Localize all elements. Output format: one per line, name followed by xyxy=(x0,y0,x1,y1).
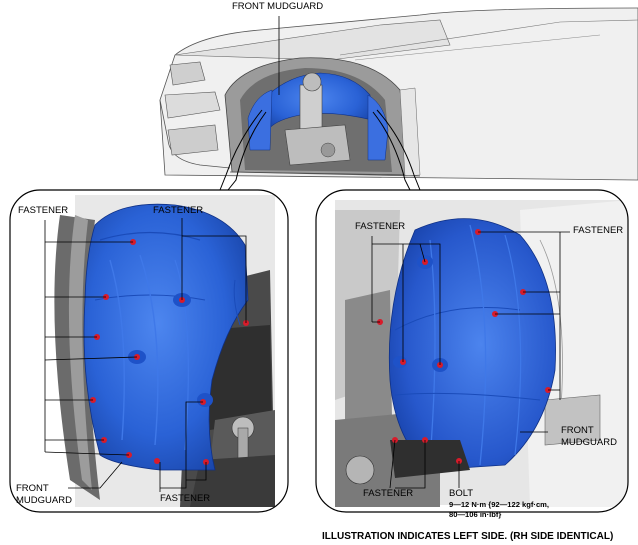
label-fastener-right-1: FASTENER xyxy=(355,221,406,232)
right-leader-lines xyxy=(371,231,570,489)
label-bolt: BOLT xyxy=(449,488,474,499)
label-fastener-right-bottom: FASTENER xyxy=(363,488,414,499)
label-front-right-2: MUDGUARD xyxy=(561,437,617,448)
label-front-left-1: FRONT xyxy=(16,483,49,494)
label-torque-1: 9—12 N·m {92—122 kgf·cm, xyxy=(449,500,550,509)
zoom-line-left-1 xyxy=(227,111,267,191)
fastener-marker xyxy=(154,458,160,464)
label-torque-2: 80—106 in·lbf} xyxy=(449,510,502,519)
label-front-right-1: FRONT xyxy=(561,425,594,436)
right-detail-view xyxy=(315,189,629,513)
label-front-left-2: MUDGUARD xyxy=(16,495,72,506)
left-detail-frame xyxy=(9,189,289,513)
label-fastener-right-2: FASTENER xyxy=(573,225,624,236)
label-illustration-note: ILLUSTRATION INDICATES LEFT SIDE. (RH SI… xyxy=(322,531,614,542)
zoom-line-right-2 xyxy=(376,109,421,191)
label-fastener-left-2: FASTENER xyxy=(153,205,204,216)
label-fastener-left-bottom: FASTENER xyxy=(160,493,211,504)
label-front-mudguard-top: FRONT MUDGUARD xyxy=(232,1,324,12)
zoom-line-right-1 xyxy=(372,111,411,191)
left-detail-view xyxy=(9,189,289,513)
right-detail-frame xyxy=(315,189,629,513)
zoom-line-left-2 xyxy=(219,109,263,191)
label-fastener-left-1: FASTENER xyxy=(18,205,69,216)
car-overview xyxy=(159,7,638,181)
left-leader-lines xyxy=(44,218,247,492)
